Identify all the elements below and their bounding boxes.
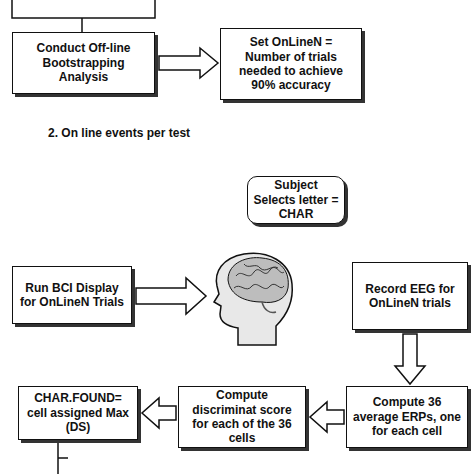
process-box: Compute discriminat score for each of th… [178,386,306,448]
process-box: Compute 36 average ERPs, one for each ce… [346,386,468,448]
block-arrow [136,278,206,314]
node-text: Conduct Off-line Bootstrapping Analysis [18,41,149,84]
node-text: Compute 36 average ERPs, one for each ce… [352,395,462,438]
node-text: CHAR.FOUND= cell assigned Max (DS) [24,391,132,434]
block-arrow [395,334,425,384]
node-text: Compute discriminat score for each of th… [184,388,300,446]
block-arrow [310,402,344,432]
process-box: Conduct Off-line Bootstrapping Analysis [12,32,155,94]
block-arrow [159,48,218,78]
section-label: 2. On line events per test [48,126,190,140]
head-illustration [214,253,292,345]
node-text: Set OnLineN = Number of trials needed to… [226,35,356,93]
node-text: Run BCI Display for OnLineN Trials [18,281,126,310]
process-box: CHAR.FOUND= cell assigned Max (DS) [18,386,138,440]
partial-box [12,0,155,18]
process-box: Set OnLineN = Number of trials needed to… [220,28,362,100]
connector-line [81,18,83,32]
process-box: Record EEG for OnLineN trials [352,262,468,330]
node-text: Record EEG for OnLineN trials [358,282,462,311]
process-box: Run BCI Display for OnLineN Trials [12,266,132,324]
start-box: Subject Selects letter = CHAR [247,176,345,224]
block-arrow [142,398,176,428]
node-text: Subject Selects letter = CHAR [253,178,339,221]
connector-line [58,457,68,459]
